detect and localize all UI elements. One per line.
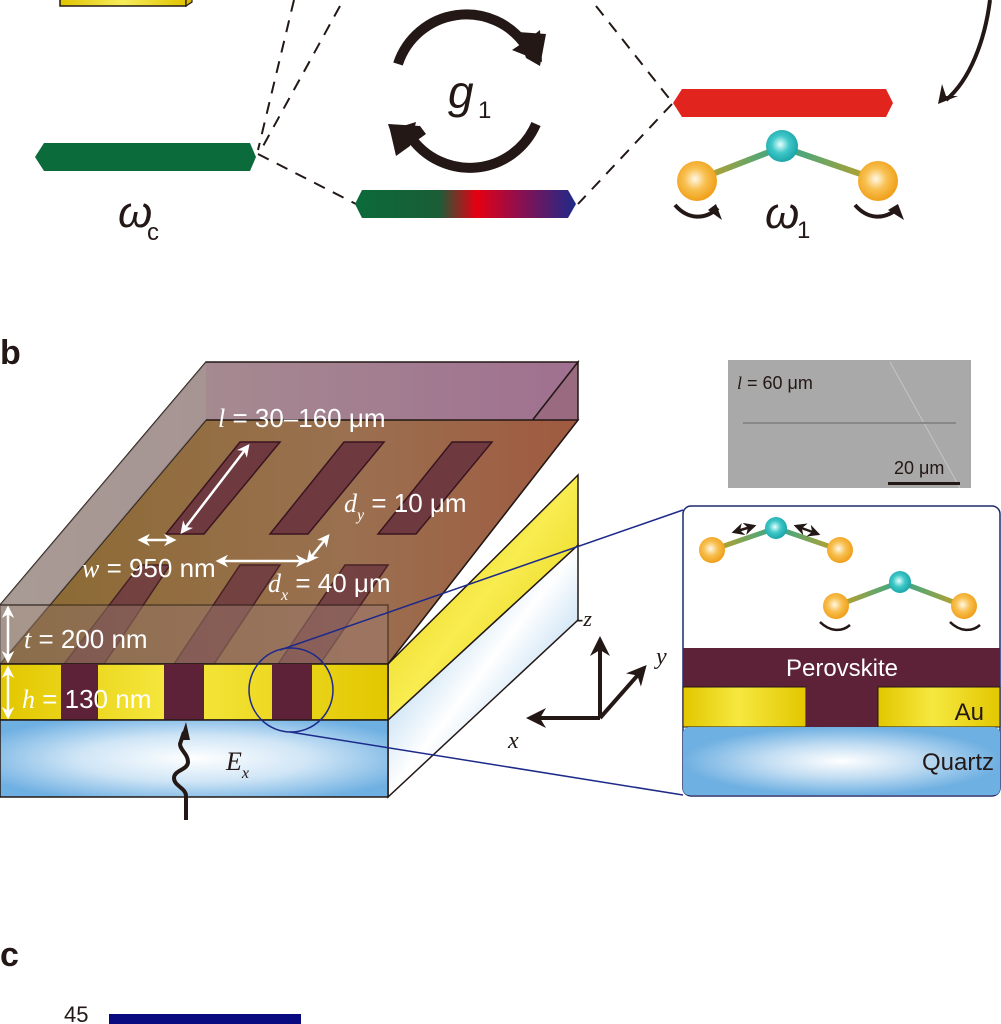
perovskite-gap [806,687,878,727]
incident-wave-arrowhead [180,722,190,740]
oxygen-atom [677,161,717,201]
gold-electrode-right [877,686,1001,728]
quartz-substrate-front [0,719,389,798]
curved-arrow-icon [944,0,992,102]
curved-arrow-head-icon [938,84,958,104]
dx-label: dx = 40 μm [268,568,391,604]
oxygen-atom [827,537,853,563]
scale-bar-label: 20 μm [894,458,944,478]
oxygen-atom [951,593,977,619]
quartz-layer [683,727,1000,795]
gold-block-side [185,0,193,8]
cavity-mode-subscript: c [147,219,159,246]
panel-label-c: c [0,936,19,974]
vibration-frequency-symbol: ω [765,189,799,238]
oxygen-atom [823,593,849,619]
cavity-mode-level [35,143,256,171]
slit [376,441,494,535]
coupling-arrows-icon [388,9,546,173]
polariton-level [355,190,576,218]
panel-label-b: b [0,334,21,372]
vibration-frequency-subscript: 1 [797,217,810,244]
coupling-strength-subscript: 1 [478,97,491,124]
panel-b: b [0,334,1001,820]
carbon-atom [765,517,787,539]
oxygen-atom [699,537,725,563]
height-label: h = 130 nm [22,684,151,714]
thickness-label: t = 200 nm [24,624,148,654]
zoom-connector [279,509,684,651]
width-label: w = 950 nm [82,553,216,583]
carbon-atom [889,571,911,593]
perovskite-layer [683,648,1000,687]
molecule-rocking [673,130,904,220]
rotation-arrow-icon [819,621,851,632]
au-label: Au [955,699,984,726]
perovskite-label: Perovskite [786,655,898,682]
gold-electrode-left [682,686,807,728]
colorbar-segment [109,1014,301,1024]
y-tick-label: 45 [64,1002,88,1024]
incident-wave-icon [171,731,191,820]
rotation-arrow-icon [949,621,981,632]
cross-section-inset: Perovskite Au Quartz [682,505,1001,797]
dimension-arrows [1,444,330,720]
coupling-strength-symbol: g [448,66,474,118]
sem-length-label: l = 60 μm [737,373,813,393]
perovskite-slit-front [61,664,98,720]
carbon-atom [766,130,798,162]
panel-a: ω c g 1 ω [35,0,992,246]
quartz-label: Quartz [922,749,994,776]
field-label: Ex [225,747,249,782]
stretch-arrows-icon [731,522,821,537]
axis-label-x: x [507,728,519,754]
oxygen-atom [858,161,898,201]
perovskite-slit-front [272,664,312,720]
dy-label: dy = 10 μm [344,488,467,524]
perovskite-slit-front [164,664,204,720]
dashed-connectors [257,0,673,205]
sem-image: l = 60 μm 20 μm [728,360,971,489]
zoom-connector [289,731,684,796]
panel-c: c 45 [0,936,301,1024]
vibrational-mode-level [673,89,893,117]
slit [268,441,386,535]
cavity-mode-symbol: ω [118,188,152,237]
axis-label-y: y [654,644,667,670]
length-label: l = 30–160 μm [218,403,386,433]
coordinate-axes [526,636,647,728]
axis-label-z: -z [576,606,592,631]
top-layer-left-overlay [0,362,206,664]
scale-bar [888,482,960,485]
gold-block-partial [59,0,187,7]
